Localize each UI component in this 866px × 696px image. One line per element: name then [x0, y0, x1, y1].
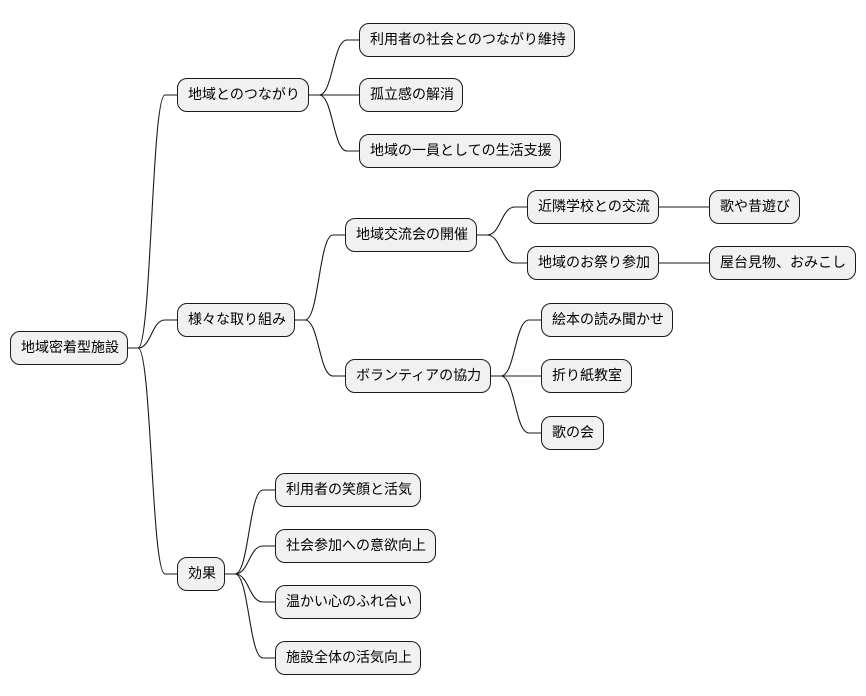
connector-line	[225, 545, 275, 575]
connector-line	[128, 94, 177, 349]
connector-line	[295, 319, 345, 377]
connector-line	[128, 319, 177, 349]
branch-node-exchange-events: 地域交流会の開催	[345, 218, 477, 252]
leaf-node-life-support: 地域の一員としての生活支援	[359, 134, 561, 168]
connector-line	[225, 573, 275, 603]
connector-line	[309, 94, 359, 152]
leaf-node-songs-games: 歌や昔遊び	[709, 190, 800, 224]
branch-node-school-exchange: 近隣学校との交流	[527, 190, 659, 224]
branch-node-festival: 地域のお祭り参加	[527, 246, 659, 280]
connector-line	[309, 39, 359, 96]
connector-line	[225, 489, 275, 575]
root-node: 地域密着型施設	[10, 331, 128, 365]
leaf-node-picture-book-reading: 絵本の読み聞かせ	[541, 303, 673, 337]
leaf-node-smiles-vitality: 利用者の笑顔と活気	[275, 473, 421, 507]
branch-node-volunteers: ボランティアの協力	[345, 359, 491, 393]
branch-node-community-connection: 地域とのつながり	[177, 78, 309, 112]
leaf-node-origami-class: 折り紙教室	[541, 359, 632, 393]
connector-line	[225, 573, 275, 659]
connector-line	[491, 375, 541, 434]
branch-node-effects: 効果	[177, 557, 225, 591]
connector-line	[128, 347, 177, 575]
leaf-node-warm-interaction: 温かい心のふれ合い	[275, 585, 421, 619]
leaf-node-stalls-mikoshi: 屋台見物、おみこし	[709, 246, 856, 280]
connector-line	[295, 234, 345, 321]
connector-line	[477, 206, 527, 236]
connector-line	[491, 319, 541, 377]
connector-line	[477, 234, 527, 264]
leaf-node-participation-motivation: 社会参加への意欲向上	[275, 529, 436, 563]
leaf-node-facility-vitality: 施設全体の活気向上	[275, 641, 421, 675]
leaf-node-singing-group: 歌の会	[541, 416, 604, 450]
leaf-node-isolation-relief: 孤立感の解消	[359, 78, 463, 112]
leaf-node-social-connection: 利用者の社会とのつながり維持	[359, 23, 575, 57]
branch-node-initiatives: 様々な取り組み	[177, 303, 295, 337]
